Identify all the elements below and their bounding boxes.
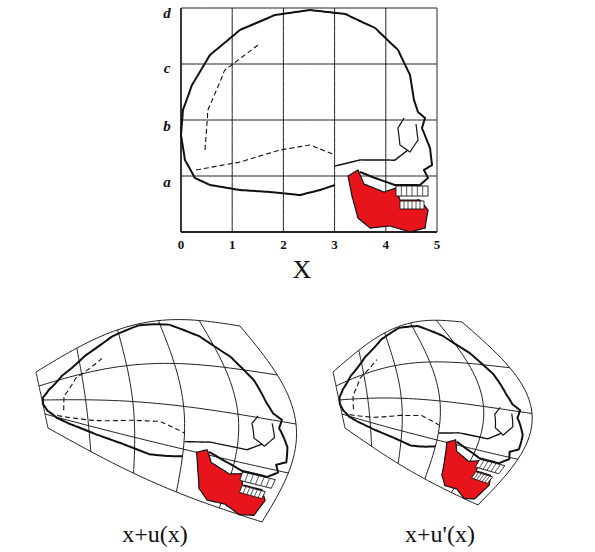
axis-letter: c <box>164 61 171 76</box>
tooth-line <box>485 476 490 482</box>
tooth-line <box>406 186 407 196</box>
axis-number: 3 <box>331 238 338 251</box>
skull-outline <box>339 326 522 463</box>
tooth-line <box>404 201 405 209</box>
grid-line <box>339 398 532 414</box>
skull-outline <box>335 150 408 166</box>
axis-number: 5 <box>434 238 441 251</box>
tooth-line <box>422 186 423 196</box>
chimpanzee-skull-grid <box>36 320 297 522</box>
teeth <box>400 201 424 209</box>
tooth-line <box>254 490 257 497</box>
tooth-line <box>258 491 261 498</box>
tooth-line <box>243 487 246 494</box>
tooth-line <box>483 461 488 469</box>
baboon-skull-grid <box>333 320 532 505</box>
tooth-line <box>416 201 417 209</box>
grid-line <box>181 231 437 233</box>
axis-letter: d <box>163 6 171 21</box>
grid-line <box>45 414 288 473</box>
tooth-line <box>251 489 254 496</box>
grid-line <box>181 176 437 177</box>
axis-number: 1 <box>229 238 236 251</box>
axis-letter: a <box>163 175 171 190</box>
tooth-line <box>495 465 501 473</box>
tooth-line <box>261 477 265 486</box>
tooth-line <box>245 473 248 482</box>
human-skull-grid <box>181 8 437 232</box>
tooth-line <box>247 488 250 495</box>
grid-line <box>36 320 240 372</box>
skull-outline <box>184 442 262 450</box>
skull-outline <box>181 10 432 195</box>
grid-line <box>462 322 532 505</box>
teeth <box>472 472 493 484</box>
tooth-line <box>250 474 253 483</box>
tooth-line <box>420 201 421 209</box>
mandible <box>348 170 428 232</box>
figure-caption: X <box>293 257 312 283</box>
axis-number: 2 <box>280 238 287 251</box>
tooth-line <box>491 463 497 471</box>
tooth-line <box>417 186 418 196</box>
grid-line <box>240 326 297 522</box>
tooth-line <box>412 201 413 209</box>
skull-outline <box>398 118 418 152</box>
tooth-line <box>401 186 402 196</box>
axis-number: 4 <box>383 238 390 251</box>
grid-line <box>181 64 437 65</box>
axis-letter: b <box>163 119 171 134</box>
tooth-line <box>255 476 258 485</box>
skull-outline <box>252 416 275 446</box>
skull-outline <box>495 407 513 435</box>
teeth <box>239 486 265 499</box>
figure-caption: x+u'(x) <box>405 522 475 546</box>
skull-outline <box>43 324 288 477</box>
grid-line <box>42 400 296 424</box>
skull-outline <box>353 360 377 409</box>
teeth <box>396 186 428 196</box>
skull-outline <box>64 359 102 411</box>
tooth-line <box>408 201 409 209</box>
skull-outline <box>196 145 335 170</box>
figure-caption: x+u(x) <box>122 522 188 546</box>
skull-outline <box>205 45 258 150</box>
axis-number: 0 <box>178 238 185 251</box>
grid-line <box>342 414 518 459</box>
tooth-line <box>266 478 270 487</box>
tooth-line <box>479 460 484 468</box>
skull-outline <box>439 433 502 439</box>
skull-outline <box>350 415 440 426</box>
skull-outline <box>57 416 185 434</box>
grid-line <box>181 8 437 9</box>
grid-line <box>181 120 437 121</box>
tooth-line <box>487 462 492 470</box>
tooth-line <box>412 186 413 196</box>
